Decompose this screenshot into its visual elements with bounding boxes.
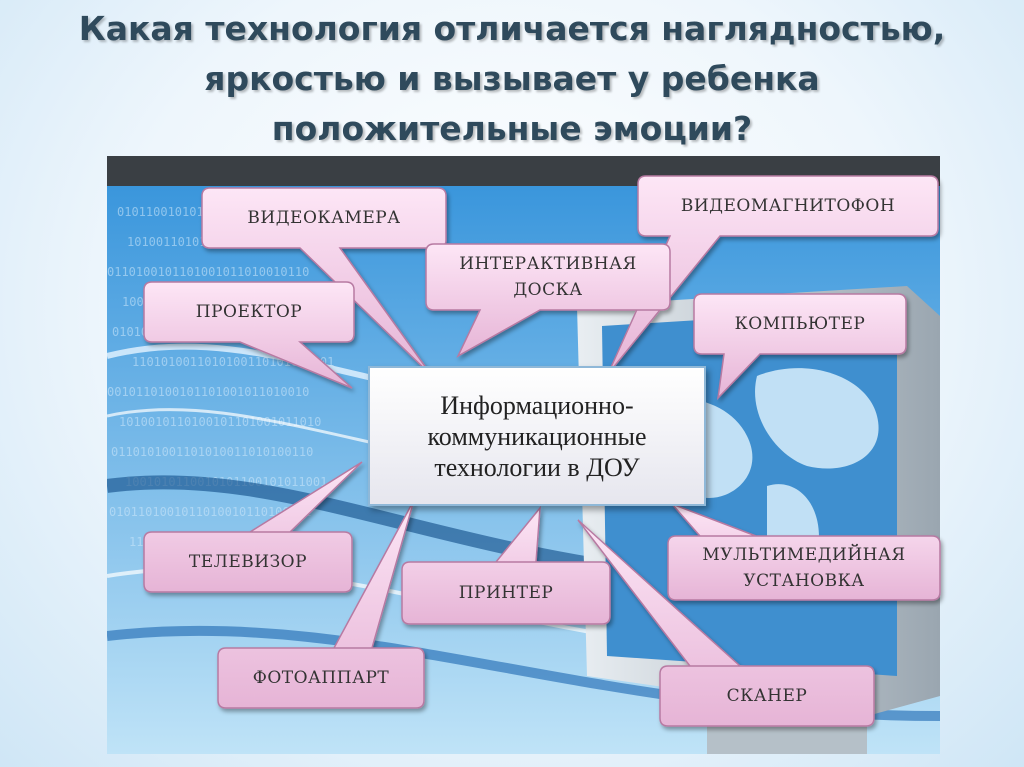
bubble-televizor-shape [143,461,363,593]
central-topic-line-2: коммуникационные [427,421,647,451]
bubble-skaner-shape [577,519,875,727]
svg-text:0010110100101101001011010010: 0010110100101101001011010010 [107,385,309,399]
bubble-videokamera-label: ВИДЕОКАМЕРА [247,208,401,228]
svg-text:0101101001011010010110100101: 0101101001011010010110100101 [109,505,311,519]
bubble-videokamera: ВИДЕОКАМЕРА [204,190,444,246]
central-topic-line-1: Информационно- [440,390,634,420]
slide-title: Какая технология отличается наглядностью… [40,4,984,154]
title-line-1: Какая технология отличается наглядностью… [78,9,946,48]
bubble-proektor-label: ПРОЕКТОР [195,302,303,322]
bubble-doska-line-1: ИНТЕРАКТИВНАЯ [459,254,637,274]
bubble-printer: ПРИНТЕР [404,564,608,622]
title-line-2: яркостью и вызывает у ребенка [204,59,820,98]
svg-text:0110100101101001011010010110: 0110100101101001011010010110 [107,265,309,279]
svg-text:1010010110100101101001011010: 1010010110100101101001011010 [119,415,321,429]
svg-text:0110101001101010011010100110: 0110101001101010011010100110 [111,445,313,459]
bubble-multimedia-shape [667,503,941,601]
bubble-kompyuter-label: КОМПЬЮТЕР [734,314,866,334]
bubble-multimedia-line-2: УСТАНОВКА [743,571,865,591]
central-topic-box: Информационно- коммуникационные технолог… [368,366,706,506]
bubble-interactive-board: ИНТЕРАКТИВНАЯ ДОСКА [428,246,668,308]
bubble-doska-shape [425,243,671,358]
bubble-fotoapparat-shape [217,499,425,709]
bubble-proektor: ПРОЕКТОР [146,284,352,340]
central-topic-line-3: технологии в ДОУ [434,452,640,482]
bubble-printer-label: ПРИНТЕР [458,583,554,603]
bubble-proektor-shape [143,281,355,389]
bubble-fotoapparat-label: ФОТОАППАРТ [252,668,390,688]
bubble-videomagnitofon: ВИДЕОМАГНИТОФОН [640,178,936,234]
bubble-fotoapparat: ФОТОАППАРТ [220,650,422,706]
bubble-televizor-label: ТЕЛЕВИЗОР [188,552,308,572]
title-line-3: положительные эмоции? [271,109,753,148]
bubble-multimedia: МУЛЬТИМЕДИЙНАЯ УСТАНОВКА [670,538,938,598]
bubble-kompyuter: КОМПЬЮТЕР [696,296,904,352]
bubble-kompyuter-shape [693,293,907,401]
bubble-doska-line-2: ДОСКА [513,280,583,300]
bubble-multimedia-line-1: МУЛЬТИМЕДИЙНАЯ [702,545,906,565]
bubble-skaner: СКАНЕР [662,668,872,724]
bubble-printer-shape [401,505,611,625]
bubble-videomagnitofon-label: ВИДЕОМАГНИТОФОН [680,196,896,216]
bubble-videokamera-shape [201,187,447,377]
bubble-skaner-label: СКАНЕР [726,686,808,706]
bubble-televizor: ТЕЛЕВИЗОР [146,534,350,590]
